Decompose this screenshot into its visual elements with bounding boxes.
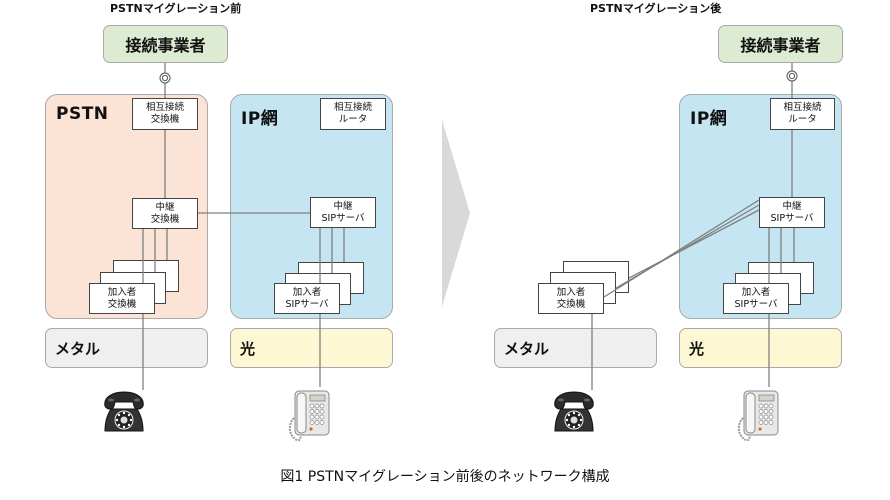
subscriber-sip-server-after: 加入者 SIPサーバ [723,283,789,314]
before-title: PSTNマイグレーション前 [110,2,242,15]
node-label-line: 加入者 [107,286,137,298]
node-label-line: 加入者 [292,286,322,298]
optical-label-after: 光 [689,340,705,358]
rotary-phone-icon [104,391,144,432]
node-label-line: 相互接続 [333,102,372,113]
interconnect-switch: 相互接続 交換機 [132,98,198,130]
metal-band-after: メタル [494,328,657,368]
rotary-phone-icon-after [554,391,594,432]
node-label-line: SIPサーバ [285,298,329,310]
node-label-line: 交換機 [150,114,180,125]
metal-label: メタル [55,340,101,358]
node-label-line: 交換機 [107,298,137,310]
interconnect-router-after: 相互接続 ルータ [770,98,835,130]
node-label-line: SIPサーバ [321,212,365,224]
interconnect-router: 相互接続 ルータ [320,98,386,130]
node-label-line: 相互接続 [145,102,184,113]
ip-phone-icon [288,390,330,442]
metal-band: メタル [45,328,208,368]
node-label-line: 加入者 [741,286,771,298]
subscriber-switch: 加入者 交換機 [89,283,155,314]
metal-label-after: メタル [504,340,550,358]
subscriber-switch-after: 加入者 交換機 [538,283,604,314]
relay-sip-server: 中継 SIPサーバ [310,197,376,228]
node-label-line: 中継 [155,201,175,213]
node-label-line: 中継 [782,200,802,212]
carrier-box: 接続事業者 [103,25,228,63]
figure-caption: 図1 PSTNマイグレーション前後のネットワーク構成 [280,469,610,485]
node-label-line: 加入者 [556,286,586,298]
ip-network-label: IP網 [241,109,279,129]
subscriber-sip-server: 加入者 SIPサーバ [274,283,340,314]
node-label-line: ルータ [338,114,368,125]
optical-band-after: 光 [679,328,842,368]
optical-band: 光 [230,328,393,368]
relay-sip-server-after: 中継 SIPサーバ [759,197,825,228]
node-label-line: 中継 [333,200,353,212]
transition-arrow-shape [442,120,470,307]
node-label-line: 相互接続 [783,102,822,113]
node-label-line: SIPサーバ [734,298,778,310]
after-title: PSTNマイグレーション後 [590,2,722,15]
pstn-label: PSTN [56,104,109,124]
ip-phone-icon-after [737,390,779,442]
node-label-line: SIPサーバ [770,212,814,224]
node-label-line: ルータ [788,114,817,125]
relay-switch: 中継 交換機 [132,198,198,229]
ip-network-label-after: IP網 [690,109,728,129]
node-label-line: 交換機 [150,213,180,225]
carrier-box-after: 接続事業者 [718,25,843,63]
optical-label: 光 [240,340,256,358]
node-label-line: 交換機 [556,298,586,310]
